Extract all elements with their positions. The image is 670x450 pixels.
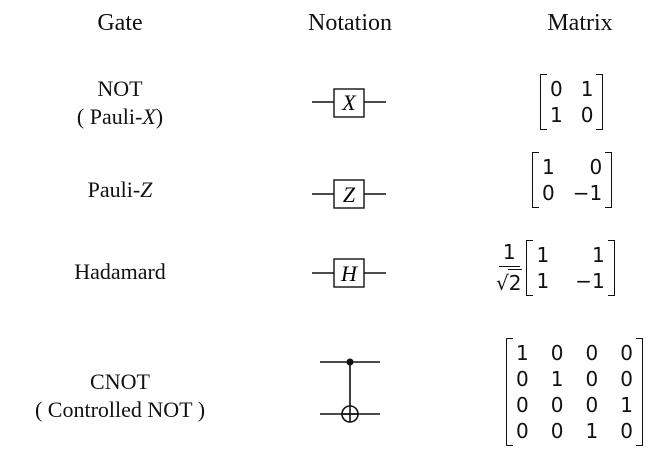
matrix-cell: 0: [550, 393, 564, 417]
matrix-cell: 0: [516, 393, 529, 417]
gate-name-cnot: CNOT ( Controlled NOT ): [10, 368, 230, 424]
matrix-cell: −1: [575, 269, 605, 293]
matrix-cell: 1: [550, 367, 564, 391]
gate-name-not-line2: ( Pauli-X): [76, 104, 164, 129]
matrix-cell: 0: [585, 367, 599, 391]
notation-symbol-h: H: [340, 261, 358, 286]
prefactor-denominator: √2: [496, 269, 523, 295]
header-gate: Gate: [97, 10, 143, 36]
matrix-cell: 0: [542, 181, 555, 205]
matrix-cell: 1: [580, 77, 594, 101]
notation-cnot-gate: [320, 358, 380, 423]
matrix-cell: 1: [550, 103, 563, 127]
gate-name-cnot-line1: CNOT: [90, 369, 150, 394]
matrix-cell: 1: [591, 243, 605, 267]
matrix-cell: 1: [542, 155, 555, 179]
matrix-cell: 0: [620, 367, 633, 391]
matrix-cell: 0: [550, 341, 564, 365]
gate-name-pauli-z: Pauli-Z: [87, 177, 153, 202]
gate-name-hadamard: Hadamard: [74, 259, 166, 284]
gate-name-not: NOT ( Pauli-X): [10, 75, 230, 131]
matrix-cell: 1: [620, 393, 633, 417]
matrix-cell: 0: [550, 419, 564, 443]
matrix-cell: 1: [536, 269, 550, 293]
notation-pauli-z-gate: Z: [312, 179, 386, 209]
matrix-cell: 0: [585, 341, 599, 365]
matrix-cell: 0: [516, 367, 529, 391]
notation-symbol-z: Z: [343, 182, 356, 207]
matrix-cell: −1: [572, 181, 603, 205]
matrix-cell: 0: [589, 155, 603, 179]
matrix-cell: 0: [585, 393, 599, 417]
matrix-cell: 0: [620, 419, 633, 443]
notation-symbol-x: X: [341, 90, 357, 115]
matrix-cell: 1: [585, 419, 599, 443]
prefactor-numerator: 1: [498, 240, 520, 267]
hadamard-prefactor: 1 √2: [496, 240, 523, 296]
header-notation: Notation: [308, 10, 392, 36]
gate-name-not-line1: NOT: [97, 76, 143, 101]
notation-pauli-x-gate: X: [312, 88, 386, 118]
matrix-cell: 0: [516, 419, 529, 443]
matrix-cell: 0: [580, 103, 594, 127]
gate-name-cnot-line2: ( Controlled NOT ): [34, 397, 206, 422]
notation-hadamard-gate: H: [312, 258, 386, 288]
matrix-cell: 1: [516, 341, 529, 365]
matrix-cell: 1: [536, 243, 550, 267]
matrix-cell: 0: [550, 77, 563, 101]
header-matrix: Matrix: [547, 10, 613, 36]
matrix-cell: 0: [620, 341, 633, 365]
